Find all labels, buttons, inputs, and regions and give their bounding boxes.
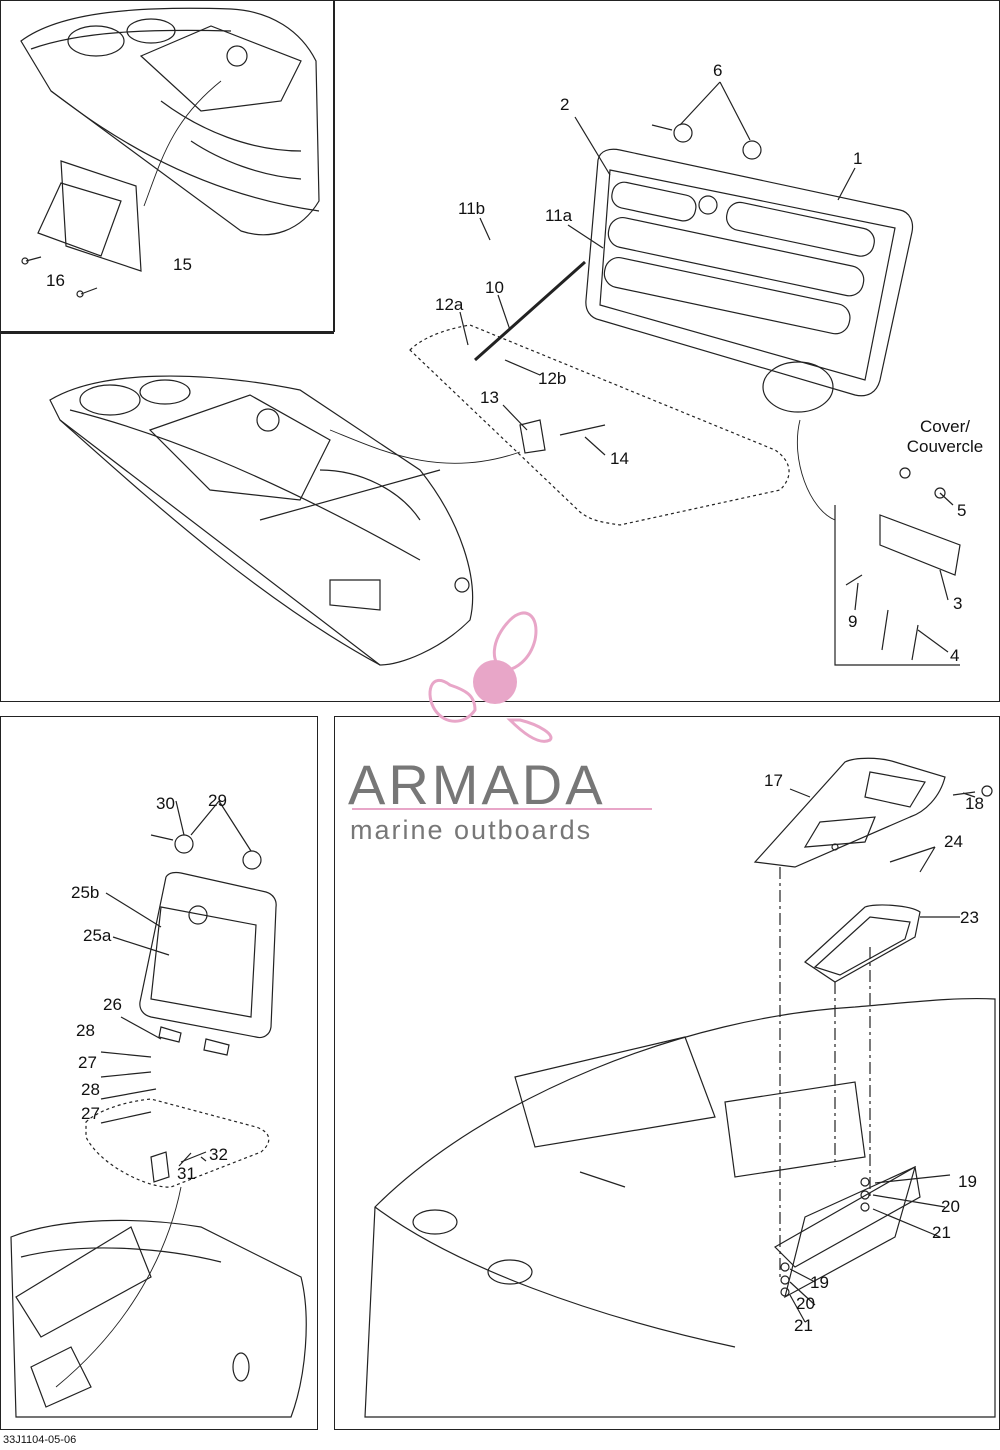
main-exploded-drawing (49, 81, 961, 666)
part-label-24: 24 (944, 832, 963, 851)
part-label-4: 4 (950, 646, 960, 665)
part-label-17: 17 (764, 771, 783, 790)
part-label-32: 32 (209, 1145, 228, 1164)
part-label-31: 31 (177, 1164, 196, 1183)
part-label-11b: 11b (458, 199, 486, 218)
document-code: 33J1104-05-06 (3, 1434, 77, 1446)
cover-label-text: Cover/ Couvercle (906, 417, 984, 456)
part-label-25b: 25b (71, 883, 100, 902)
part-label-21-upper: 21 (932, 1223, 951, 1242)
part-label-19-upper: 19 (958, 1172, 977, 1191)
part-label-23: 23 (960, 908, 979, 927)
part-label-29: 29 (208, 791, 227, 810)
part-label-12b: 12b (538, 369, 567, 388)
part-label-28-upper: 28 (76, 1021, 95, 1040)
panel-stern-storage: 17 18 19 19 20 20 21 21 23 24 (334, 716, 1000, 1430)
part-label-27-lower: 27 (81, 1104, 100, 1123)
part-label-26: 26 (103, 995, 122, 1014)
part-label-1: 1 (853, 149, 863, 168)
watermark-tagline: marine outboards (350, 815, 593, 845)
part-label-12a: 12a (435, 295, 464, 314)
part-label-30: 30 (156, 794, 175, 813)
part-label-11a: 11a (545, 206, 573, 225)
part-label-10: 10 (485, 278, 504, 297)
part-label-27-upper: 27 (78, 1053, 97, 1072)
cover-label: Cover/ Couvercle (895, 417, 995, 457)
inset-drawing (20, 7, 320, 298)
watermark-divider (352, 808, 652, 810)
panel-bow-storage: 25b 25a 26 27 27 28 28 29 30 31 32 (0, 716, 318, 1430)
panel-inset-glovebox: 15 16 (0, 0, 334, 332)
part-label-6: 6 (713, 61, 723, 80)
part-label-16: 16 (46, 271, 65, 290)
watermark-brand-name: ARMADA (348, 753, 606, 816)
part-label-25a: 25a (83, 926, 112, 945)
propeller-logo-icon (428, 611, 553, 743)
part-label-9: 9 (848, 612, 858, 631)
part-label-3: 3 (953, 594, 963, 613)
part-label-19-lower: 19 (810, 1273, 829, 1292)
stern-storage-drawing (364, 757, 996, 1418)
part-label-13: 13 (480, 388, 499, 407)
bow-storage-drawing (10, 800, 307, 1418)
part-label-18: 18 (965, 794, 984, 813)
part-label-28-lower: 28 (81, 1080, 100, 1099)
panel-storage-cover (334, 0, 1000, 332)
part-label-20-lower: 20 (796, 1294, 815, 1313)
part-label-2: 2 (560, 95, 570, 114)
panel-boat-overview (0, 332, 1000, 702)
part-label-5: 5 (957, 501, 967, 520)
part-label-14: 14 (610, 449, 629, 468)
part-label-21-lower: 21 (794, 1316, 813, 1335)
part-label-15: 15 (173, 255, 192, 274)
part-label-20-upper: 20 (941, 1197, 960, 1216)
